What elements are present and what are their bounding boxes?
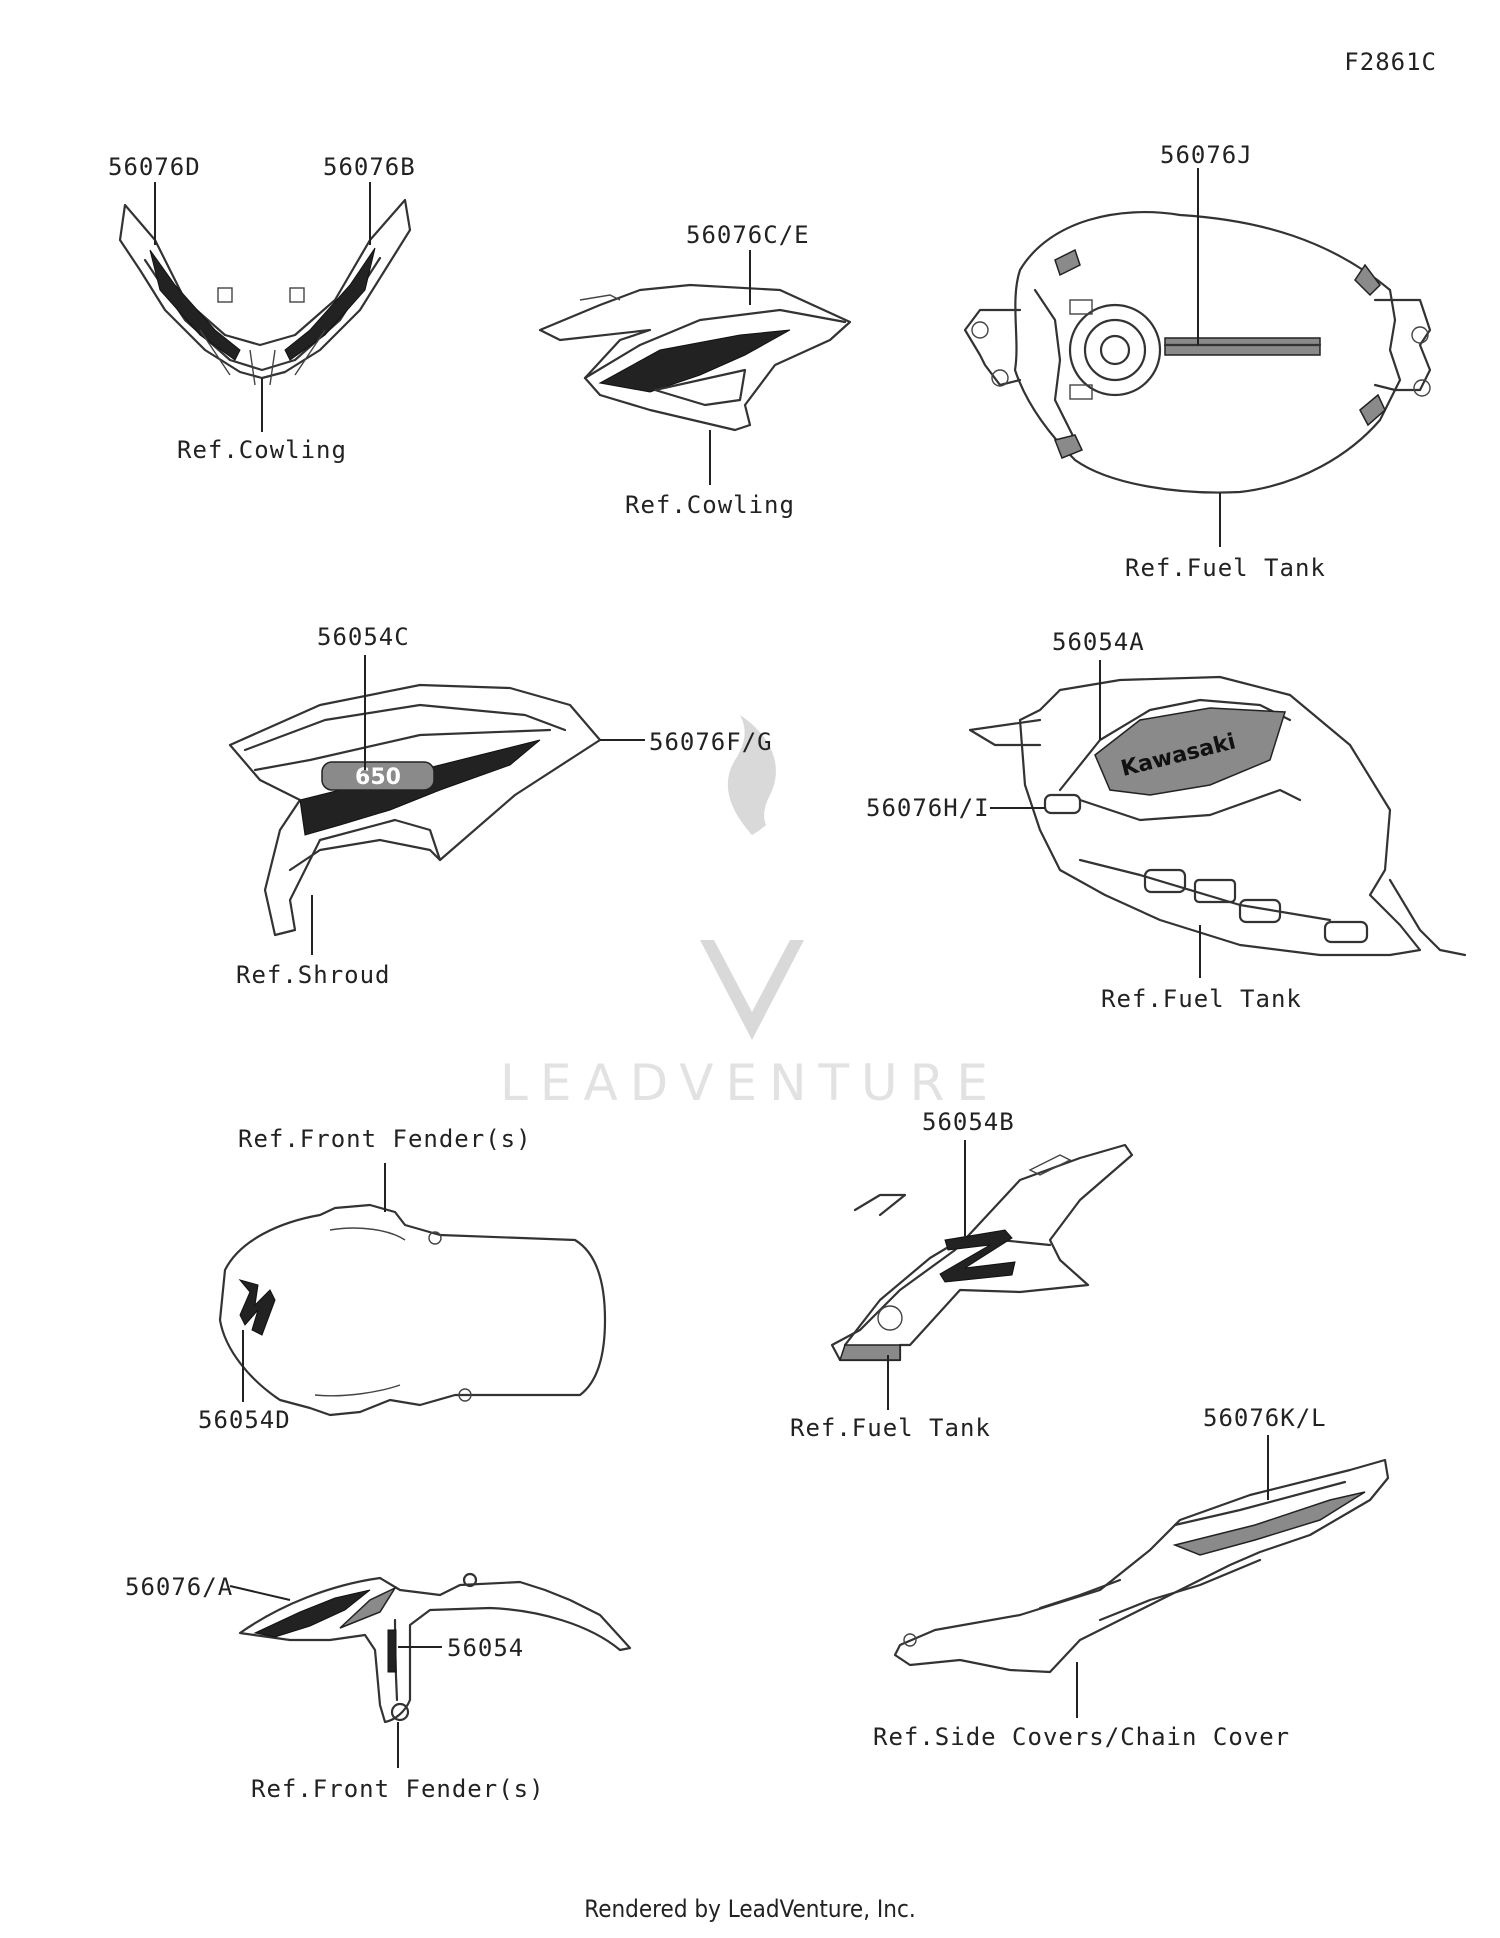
- label-56076HI: 56076H/I: [866, 794, 990, 822]
- footer-credit: Rendered by LeadVenture, Inc.: [584, 1895, 916, 1923]
- label-56054: 56054: [447, 1634, 524, 1662]
- label-56076D: 56076D: [108, 153, 201, 181]
- front-fender-top-drawing: [218, 1203, 607, 1417]
- watermark-text: LEADVENTURE: [500, 1054, 1000, 1112]
- label-56076B: 56076B: [323, 153, 416, 181]
- fuel-tank-side-drawing: Kawasaki: [968, 675, 1467, 957]
- label-ref-fuel-tank-2: Ref.Fuel Tank: [1101, 985, 1302, 1013]
- label-ref-cowling-1: Ref.Cowling: [177, 436, 347, 464]
- label-56054D: 56054D: [198, 1406, 291, 1434]
- label-56076FG: 56076F/G: [649, 728, 773, 756]
- front-fender-side-drawing: [238, 1572, 632, 1724]
- shroud-z-drawing: [830, 1143, 1134, 1362]
- decal-650: 650: [355, 765, 401, 790]
- label-ref-fuel-tank-3: Ref.Fuel Tank: [790, 1414, 991, 1442]
- fuel-tank-top-drawing: [963, 211, 1432, 494]
- figure-code: F2861C: [1344, 48, 1437, 76]
- label-ref-front-fender-1: Ref.Front Fender(s): [238, 1125, 532, 1153]
- leadventure-watermark: LEADVENTURE: [500, 715, 1000, 1112]
- label-ref-side-covers: Ref.Side Covers/Chain Cover: [873, 1723, 1290, 1751]
- label-56076A: 56076/A: [125, 1573, 233, 1601]
- side-covers-drawing: [893, 1458, 1390, 1674]
- label-ref-front-fender-2: Ref.Front Fender(s): [251, 1775, 545, 1803]
- label-56076CE: 56076C/E: [686, 221, 810, 249]
- label-56076J: 56076J: [1160, 141, 1253, 169]
- label-56054A: 56054A: [1052, 628, 1145, 656]
- label-56076KL: 56076K/L: [1203, 1404, 1327, 1432]
- label-ref-shroud: Ref.Shroud: [236, 961, 391, 989]
- label-56054C: 56054C: [317, 623, 410, 651]
- label-56054B: 56054B: [922, 1108, 1015, 1136]
- cowling-front-drawing: [118, 198, 412, 386]
- label-ref-fuel-tank-1: Ref.Fuel Tank: [1125, 554, 1326, 582]
- side-cowling-drawing: [538, 283, 852, 432]
- shroud-drawing: 650: [228, 683, 602, 937]
- label-ref-cowling-2: Ref.Cowling: [625, 491, 795, 519]
